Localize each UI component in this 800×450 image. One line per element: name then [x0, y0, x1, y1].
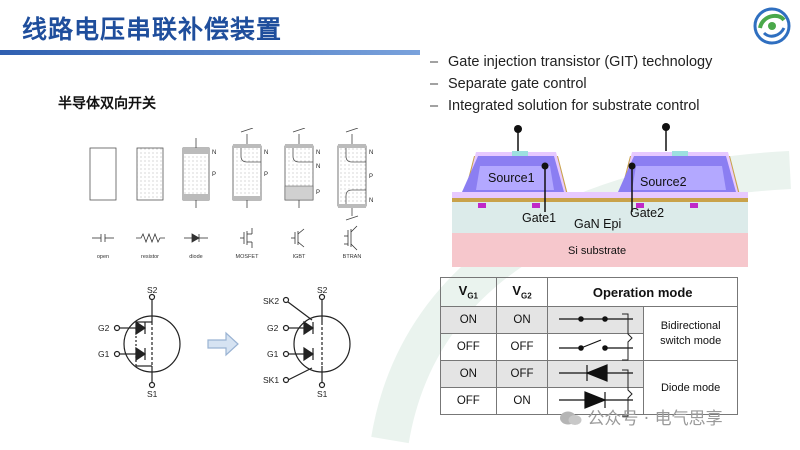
source2-terminal-icon	[662, 123, 670, 131]
source2-label: Source2	[640, 175, 687, 189]
left-switch-symbol	[113, 293, 181, 389]
bullet-text: Integrated solution for substrate contro…	[448, 98, 700, 114]
gate1-terminal-icon	[541, 162, 549, 170]
open-symbol	[92, 234, 114, 242]
gan-epi-layer	[452, 197, 748, 233]
label-g1-left: G1	[98, 349, 110, 359]
table-row: OFF ON	[440, 387, 738, 415]
bullet-text: Separate gate control	[448, 76, 587, 92]
cell-vg1: OFF	[440, 333, 497, 361]
bullet-item: –Integrated solution for substrate contr…	[430, 98, 699, 114]
cell-vg1: ON	[440, 360, 497, 388]
bullet-item: –Separate gate control	[430, 76, 587, 92]
gate2-label: Gate2	[630, 206, 664, 220]
bullet-item: –Gate injection transistor (GIT) technol…	[430, 54, 712, 70]
label-s2-right: S2	[317, 285, 328, 295]
diode-symbol	[184, 233, 208, 243]
bidirectional-switch-circuits: S2 G2 G1 S1 SK2 S2 G2 G1 SK1 S1	[98, 285, 351, 399]
mosfet-structure: N P	[232, 128, 268, 208]
si-substrate-label: Si substrate	[568, 245, 626, 257]
header-vg1: VG1	[440, 277, 497, 307]
gate-contact	[690, 203, 698, 208]
svg-text:N: N	[369, 198, 373, 204]
resistor-symbol	[136, 232, 165, 244]
cell-vg2: ON	[495, 306, 549, 334]
device-label-diode: diode	[189, 254, 202, 260]
table-brackets	[622, 313, 633, 417]
svg-text:N: N	[316, 150, 320, 156]
mode-bidirectional: Bidirectional switch mode	[643, 306, 738, 361]
label-s1-right: S1	[317, 389, 328, 399]
cell-vg1: OFF	[440, 387, 497, 415]
label-g2-right: G2	[267, 323, 279, 333]
resistor-structure	[136, 147, 164, 201]
bullet-dash: –	[430, 98, 439, 114]
right-switch-symbol	[282, 293, 351, 389]
watermark: 公众号 · 电气思享	[560, 404, 723, 429]
table-row: ON OFF Diode mode	[440, 360, 738, 415]
gate1-label: Gate1	[522, 211, 556, 225]
igbt-structure: N N P	[284, 128, 320, 208]
open-structure	[89, 147, 117, 201]
label-g2-left: G2	[98, 323, 110, 333]
device-structures-diagram: N P N P N N P N P N	[89, 128, 373, 260]
btran-symbol	[344, 225, 358, 251]
table-row: ON ON Bidirectional switch mode	[440, 306, 738, 361]
si-substrate-layer	[452, 233, 748, 267]
label-g1-right: G1	[267, 349, 279, 359]
svg-text:N: N	[212, 150, 216, 156]
watermark-text: 公众号 · 电气思享	[587, 409, 723, 429]
svg-text:P: P	[212, 172, 216, 178]
svg-text:P: P	[316, 190, 320, 196]
device-label-btran: BTRAN	[343, 254, 362, 260]
label-sk1-right: SK1	[263, 375, 279, 385]
svg-text:N: N	[316, 164, 320, 170]
gan-epi-label: GaN Epi	[574, 217, 621, 231]
mosfet-symbol	[240, 228, 253, 248]
wechat-icon	[560, 410, 582, 426]
gate-contact	[636, 203, 644, 208]
device-label-resistor: resistor	[141, 254, 159, 260]
closed-switch-icon	[547, 306, 645, 334]
cell-vg2: OFF	[495, 333, 549, 361]
source1-label: Source1	[488, 171, 535, 185]
igbt-symbol	[291, 228, 305, 248]
gate2-terminal-icon	[628, 162, 636, 170]
title-underline	[0, 50, 420, 55]
cell-vg2: OFF	[495, 360, 549, 388]
bullet-dash: –	[430, 54, 439, 70]
svg-text:N: N	[264, 150, 268, 156]
bullet-dash: –	[430, 76, 439, 92]
page-title: 线路电压串联补偿装置	[22, 15, 283, 44]
bullet-text: Gate injection transistor (GIT) technolo…	[448, 54, 713, 70]
cell-vg1: ON	[440, 306, 497, 334]
cell-vg2: ON	[495, 387, 549, 415]
operation-mode-table: VG1 VG2 Operation mode ON ON Bidirection…	[440, 277, 738, 415]
git-cross-section-diagram: Source1 Source2 Gate1 Gate2 GaN Epi Si s…	[452, 123, 748, 267]
btran-structure: N P N	[337, 128, 373, 221]
section-subtitle: 半导体双向开关	[58, 96, 156, 112]
header-operation-mode: Operation mode	[547, 277, 738, 307]
table-header-row: VG1 VG2 Operation mode	[440, 277, 738, 307]
svg-text:P: P	[369, 174, 373, 180]
label-sk2-right: SK2	[263, 296, 279, 306]
transform-arrow-icon	[207, 331, 239, 357]
svg-text:P: P	[264, 172, 268, 178]
mode-diode: Diode mode	[643, 360, 738, 415]
header-vg2: VG2	[495, 277, 549, 307]
gate-contact	[532, 203, 540, 208]
gate-contact	[478, 203, 486, 208]
device-label-open: open	[97, 254, 109, 260]
label-s2-left: S2	[147, 285, 158, 295]
svg-text:N: N	[369, 150, 373, 156]
label-s1-left: S1	[147, 389, 158, 399]
device-label-igbt: IGBT	[293, 254, 306, 260]
diode-structure: N P	[182, 138, 216, 208]
source1-terminal-icon	[514, 125, 522, 133]
company-logo-icon	[753, 7, 791, 45]
device-label-mosfet: MOSFET	[236, 254, 260, 260]
